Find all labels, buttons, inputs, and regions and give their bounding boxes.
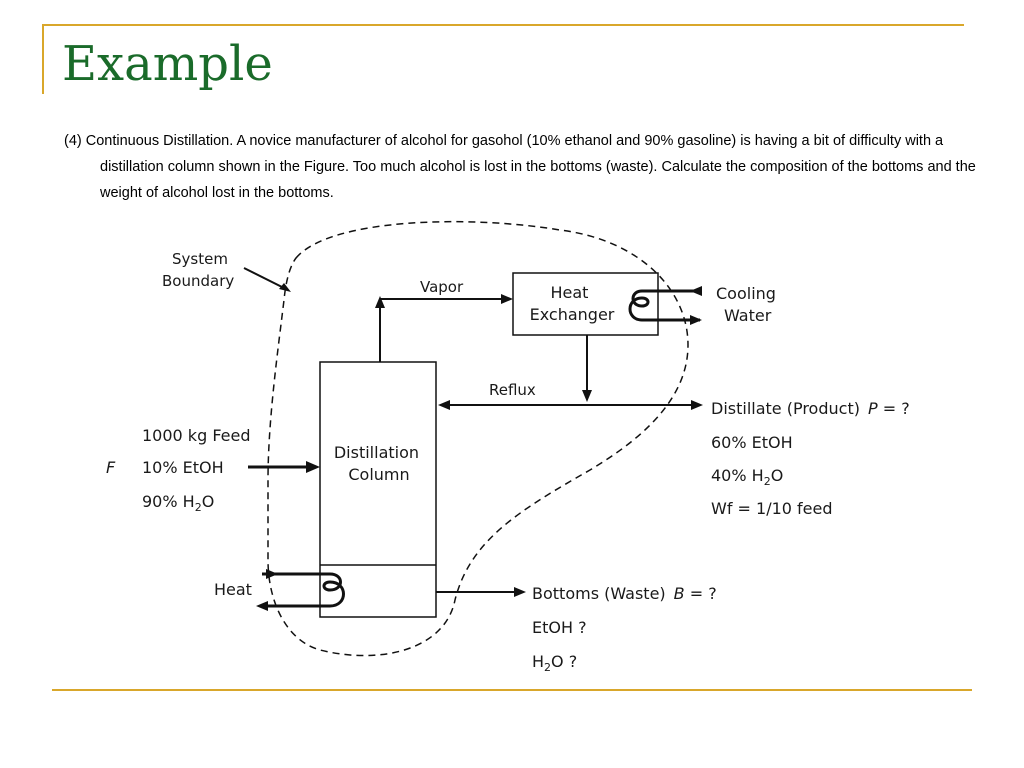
frame-left-rule — [42, 24, 44, 94]
system-boundary-line — [267, 220, 689, 657]
distillate-symbol: P — [868, 399, 878, 418]
distillate-h2o: 40% H2O — [711, 466, 783, 488]
heat-in-arrowhead — [266, 569, 278, 579]
bottoms-label: Bottoms (Waste)B = ? — [532, 584, 717, 603]
svg-text:Distillation Column: Distillation Column — [334, 443, 424, 484]
exchanger-coil-icon — [628, 289, 700, 322]
problem-statement: (4) Continuous Distillation. A novice ma… — [64, 133, 976, 201]
svg-text:Cooling Water: Cooling Water — [716, 284, 781, 325]
system-boundary-arrowhead — [279, 283, 291, 292]
cooling-out-arrowhead — [690, 315, 702, 325]
bottoms-symbol: B — [674, 584, 685, 603]
bottoms-eq: = ? — [685, 584, 717, 603]
vapor-label: Vapor — [420, 278, 464, 296]
cooling-in-arrowhead — [690, 286, 702, 296]
svg-text:Heat Exchanger: Heat Exchanger — [530, 283, 615, 324]
system-boundary-pointer — [243, 267, 287, 290]
frame-top-rule — [42, 24, 964, 26]
distillate-eq: = ? — [878, 399, 910, 418]
distillation-column — [319, 361, 437, 618]
reboiler-coil-icon — [262, 572, 345, 608]
bottoms-arrowhead — [514, 587, 526, 597]
vapor-right-arrowhead — [501, 294, 513, 304]
bottoms-h2o: H2O ? — [532, 652, 577, 674]
distillate-label: Distillate (Product)P = ? — [711, 399, 910, 418]
reflux-arrowhead — [438, 400, 450, 410]
heat-out-arrowhead — [256, 601, 268, 611]
reflux-label: Reflux — [489, 381, 536, 399]
feed-symbol: F — [106, 458, 116, 477]
svg-text:System Boundary: System Boundary — [162, 250, 234, 290]
feed-arrowhead — [306, 461, 320, 473]
column-label-1: Distillation — [334, 443, 419, 462]
slide-title: Example — [62, 36, 273, 92]
feed-amount: 1000 kg Feed — [142, 426, 250, 445]
column-label-2: Column — [348, 465, 409, 484]
frame-bottom-rule — [52, 689, 972, 691]
cooling-water-label-1: Cooling — [716, 284, 776, 303]
distillate-etoh: 60% EtOH — [711, 433, 793, 452]
system-boundary-label-1: System — [172, 250, 228, 268]
system-boundary-label-2: Boundary — [162, 272, 234, 290]
feed-etoh: 10% EtOH — [142, 458, 224, 477]
heat-label: Heat — [214, 580, 252, 599]
distillate-arrowhead — [691, 400, 703, 410]
heat-exchanger-label-2: Exchanger — [530, 305, 615, 324]
bottoms-etoh: EtOH ? — [532, 618, 587, 637]
heat-exchanger-label-1: Heat — [550, 283, 588, 302]
cooling-water-label-2: Water — [724, 306, 772, 325]
vapor-up-arrowhead — [375, 296, 385, 308]
heat-exchanger-box — [512, 272, 659, 336]
condensate-arrowhead — [582, 390, 592, 402]
distillate-wf: Wf = 1/10 feed — [711, 499, 833, 518]
feed-h2o: 90% H2O — [142, 492, 214, 514]
